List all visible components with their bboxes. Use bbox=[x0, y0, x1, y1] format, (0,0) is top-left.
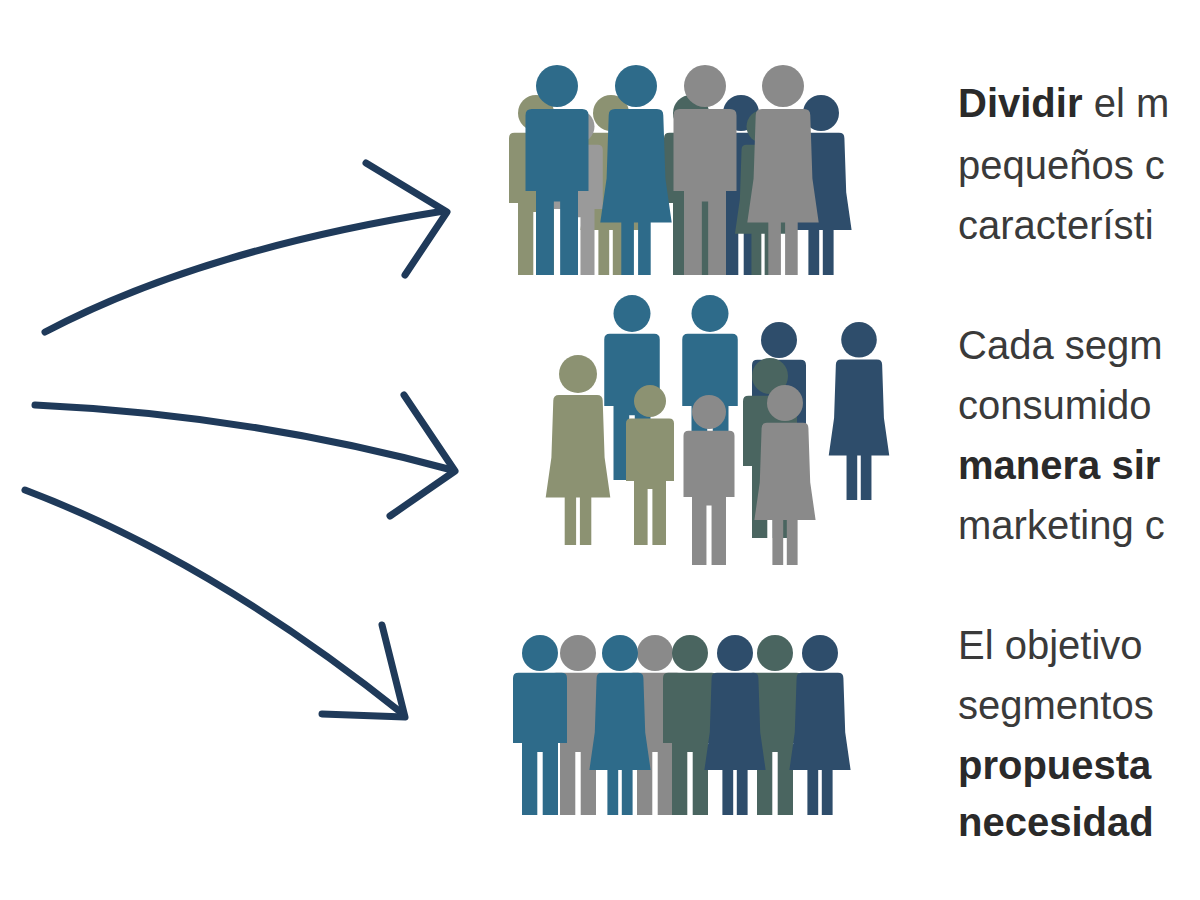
person-icon bbox=[747, 65, 818, 275]
text-line: El objetivo bbox=[958, 622, 1143, 668]
text-line: Dividir bbox=[958, 80, 1082, 126]
person-icon bbox=[789, 635, 850, 815]
arrow-line bbox=[35, 405, 452, 470]
text-line: necesidad bbox=[958, 799, 1154, 845]
text-row: característi bbox=[958, 202, 1154, 248]
people-group bbox=[509, 65, 852, 275]
text-line: característi bbox=[958, 202, 1154, 248]
person-icon bbox=[626, 385, 674, 545]
person-icon bbox=[589, 635, 650, 815]
text-line: manera sir bbox=[958, 442, 1160, 488]
people-group bbox=[546, 295, 890, 565]
person-icon bbox=[600, 65, 671, 275]
arrow-head bbox=[322, 625, 405, 717]
arrow-head bbox=[390, 395, 455, 516]
person-icon bbox=[829, 322, 890, 500]
text-row: El objetivo bbox=[958, 622, 1143, 668]
text-row: Cada segm bbox=[958, 322, 1163, 368]
arrow-head bbox=[366, 163, 447, 275]
text-line: marketing c bbox=[958, 502, 1165, 548]
person-icon bbox=[513, 635, 567, 815]
person-icon bbox=[663, 635, 717, 815]
text-line: pequeños c bbox=[958, 142, 1165, 188]
text-line: segmentos bbox=[958, 682, 1154, 728]
text-line: propuesta bbox=[958, 742, 1151, 788]
person-icon bbox=[526, 65, 589, 275]
text-line: Cada segm bbox=[958, 322, 1163, 368]
text-row: segmentos bbox=[958, 682, 1154, 728]
text-row: Dividir el m bbox=[958, 80, 1169, 126]
person-icon bbox=[546, 355, 611, 545]
text-line: el m bbox=[1094, 80, 1170, 126]
person-icon bbox=[754, 385, 815, 565]
hand-drawn-arrows bbox=[25, 163, 455, 717]
person-icon bbox=[704, 635, 765, 815]
person-icon bbox=[674, 65, 737, 275]
arrow-line bbox=[25, 490, 403, 714]
text-row: necesidad bbox=[958, 799, 1154, 845]
person-icon bbox=[684, 395, 735, 565]
text-row: marketing c bbox=[958, 502, 1165, 548]
text-row: pequeños c bbox=[958, 142, 1165, 188]
people-group bbox=[513, 635, 851, 815]
arrow-line bbox=[45, 211, 444, 332]
text-row: consumido bbox=[958, 382, 1151, 428]
text-row: manera sir bbox=[958, 442, 1160, 488]
text-line: consumido bbox=[958, 382, 1151, 428]
text-row: propuesta bbox=[958, 742, 1151, 788]
